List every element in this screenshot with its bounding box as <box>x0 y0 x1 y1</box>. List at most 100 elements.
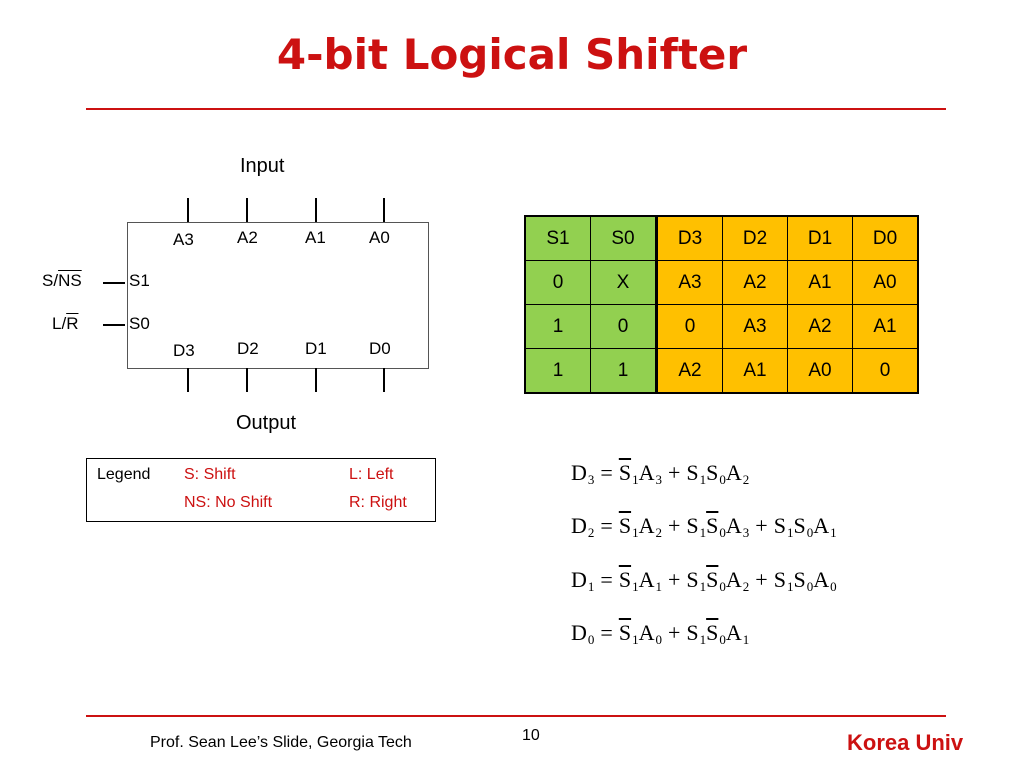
table-cell: A2 <box>656 348 723 394</box>
table-cell: 0 <box>524 260 591 305</box>
eq-subscript: 2 <box>655 525 662 540</box>
eq-subscript: 2 <box>742 472 750 487</box>
footer-credit: Prof. Sean Lee’s Slide, Georgia Tech <box>150 734 412 751</box>
equation-d0: D0=S1A0+S1S0A1 <box>571 620 749 648</box>
truth-table: S1 S0 D3 D2 D1 D0 0 X A3 A2 A1 A0 1 0 0 … <box>524 215 919 394</box>
truth-table-header: S1 S0 D3 D2 D1 D0 <box>524 215 919 261</box>
eq-subscript: 2 <box>742 579 750 594</box>
table-row: 1 1 A2 A1 A0 0 <box>524 348 919 394</box>
shifter-block <box>127 222 429 369</box>
eq-var: S <box>686 513 699 538</box>
eq-var: S <box>706 513 719 538</box>
eq-plus: + <box>667 620 681 645</box>
eq-subscript: 1 <box>632 472 639 487</box>
eq-var: A <box>638 460 655 485</box>
eq-subscript: 3 <box>655 472 662 487</box>
eq-plus: + <box>755 567 768 592</box>
eq-var: S <box>686 567 699 592</box>
eq-var: A <box>813 513 830 538</box>
output-wire-d2 <box>246 368 248 392</box>
eq-subscript: 0 <box>587 632 595 647</box>
table-cell: A1 <box>787 260 853 305</box>
eq-var: S <box>773 513 786 538</box>
s1-wire <box>103 282 125 284</box>
eq-equals: = <box>600 513 613 538</box>
legend-left: L: Left <box>349 466 394 483</box>
eq-var: A <box>725 567 742 592</box>
input-wire-a2 <box>246 198 248 222</box>
title-divider <box>86 108 946 110</box>
legend-right: R: Right <box>349 494 407 511</box>
output-wire-d1 <box>315 368 317 392</box>
eq-subscript: 1 <box>786 525 794 540</box>
input-wire-a1 <box>315 198 317 222</box>
header-cell: S0 <box>590 215 658 261</box>
brand-logo-text: Korea Univ <box>847 730 964 755</box>
eq-var: S <box>686 460 699 485</box>
output-label: Output <box>236 412 297 434</box>
eq-var: A <box>638 620 655 645</box>
eq-var: S <box>773 567 786 592</box>
s0-wire <box>103 324 125 326</box>
output-wire-d0 <box>383 368 385 392</box>
eq-subscript: 0 <box>719 579 726 594</box>
table-cell: A1 <box>852 304 919 349</box>
pin-d1: D1 <box>305 339 327 358</box>
legend-box: Legend S: Shift L: Left NS: No Shift R: … <box>86 458 436 522</box>
equation-d1: D1=S1A1+S1S0A2+S1S0A0 <box>571 567 837 595</box>
header-cell: D3 <box>656 215 723 261</box>
table-cell: A3 <box>656 260 723 305</box>
eq-subscript: 1 <box>632 525 639 540</box>
header-cell: D1 <box>787 215 853 261</box>
eq-subscript: 3 <box>742 525 750 540</box>
eq-subscript: 3 <box>587 472 595 487</box>
table-cell: 1 <box>590 348 658 394</box>
pin-d3: D3 <box>173 341 195 360</box>
eq-var: D <box>571 513 587 538</box>
legend-no-shift: NS: No Shift <box>184 494 273 511</box>
eq-subscript: 0 <box>655 632 662 647</box>
s1-signal-name: S/NS <box>42 271 82 290</box>
eq-var: A <box>638 513 655 538</box>
table-cell: 1 <box>524 348 591 394</box>
header-cell: S1 <box>524 215 591 261</box>
eq-subscript: 0 <box>719 632 726 647</box>
eq-subscript: 1 <box>699 579 707 594</box>
eq-plus: + <box>667 513 681 538</box>
pin-a1: A1 <box>305 228 326 247</box>
eq-subscript: 1 <box>786 579 794 594</box>
eq-subscript: 1 <box>632 579 639 594</box>
eq-var: S <box>618 460 632 485</box>
footer-divider <box>86 715 946 717</box>
eq-var: A <box>725 620 742 645</box>
eq-var: S <box>793 567 806 592</box>
pin-a0: A0 <box>369 228 390 247</box>
table-cell: A2 <box>787 304 853 349</box>
eq-var: A <box>638 567 655 592</box>
eq-var: S <box>618 513 632 538</box>
eq-subscript: 1 <box>830 525 837 540</box>
s0-signal-name: L/R <box>52 314 79 333</box>
equation-d3: D3=S1A3+S1S0A2 <box>571 460 749 488</box>
legend-title: Legend <box>97 466 151 483</box>
eq-var: A <box>813 567 830 592</box>
eq-var: S <box>793 513 806 538</box>
eq-var: S <box>706 567 719 592</box>
eq-plus: + <box>667 567 681 592</box>
table-cell: A0 <box>852 260 919 305</box>
table-cell: 1 <box>524 304 591 349</box>
input-label: Input <box>240 155 285 177</box>
eq-subscript: 1 <box>632 632 639 647</box>
eq-subscript: 0 <box>806 525 814 540</box>
table-cell: A0 <box>787 348 853 394</box>
output-wire-d3 <box>187 368 189 392</box>
eq-subscript: 1 <box>699 525 707 540</box>
pin-d0: D0 <box>369 339 391 358</box>
pin-d2: D2 <box>237 339 259 358</box>
equation-d2: D2=S1A2+S1S0A3+S1S0A1 <box>571 513 837 541</box>
eq-var: D <box>571 460 587 485</box>
pin-a3: A3 <box>173 230 194 249</box>
eq-subscript: 0 <box>719 472 726 487</box>
eq-var: S <box>618 567 632 592</box>
eq-subscript: 1 <box>699 632 707 647</box>
